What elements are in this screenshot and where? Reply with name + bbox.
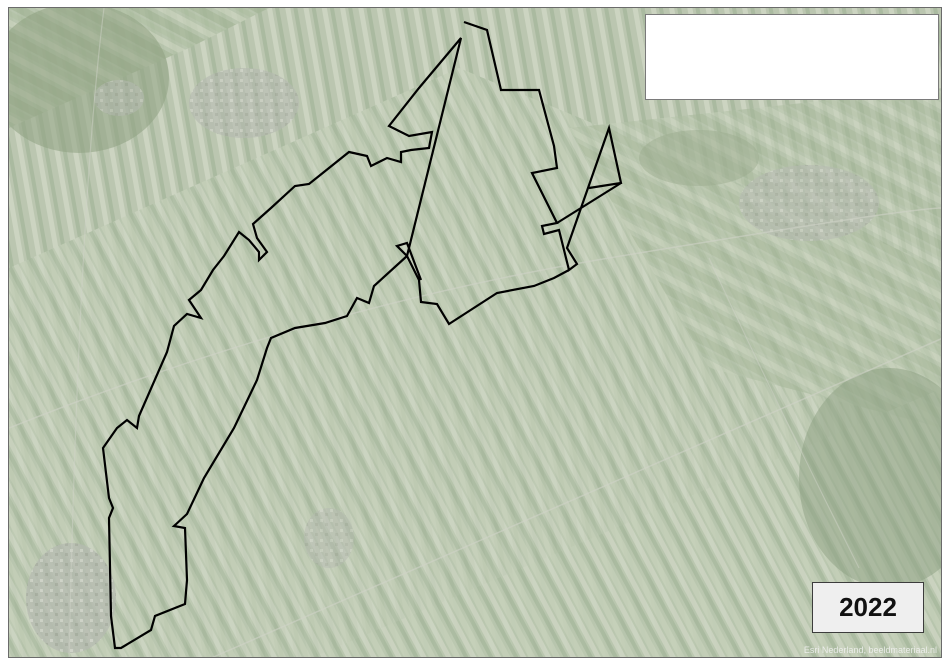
settlement-north-2 <box>94 80 144 116</box>
imagery-haze <box>9 8 941 657</box>
aerial-map[interactable] <box>9 8 942 658</box>
road-east <box>708 257 860 569</box>
settlement-center <box>304 508 354 568</box>
map-frame[interactable]: 2022 Esri Nederland, beeldmateriaal.nl <box>8 7 942 658</box>
settlement-north <box>189 68 299 138</box>
wooded-area-east <box>639 130 759 186</box>
road-diagonal-1 <box>9 207 941 429</box>
legend-box <box>645 14 939 100</box>
road-west <box>68 8 105 657</box>
year-label-box: 2022 <box>812 582 924 633</box>
year-label: 2022 <box>839 592 897 622</box>
road-diagonal-2 <box>211 338 941 657</box>
wooded-area-northwest <box>9 8 169 153</box>
wooded-area-southeast <box>799 368 941 588</box>
map-attribution: Esri Nederland, beeldmateriaal.nl <box>803 645 937 655</box>
settlement-east <box>739 165 879 241</box>
field-zone-south <box>313 388 941 657</box>
project-boundary[interactable] <box>101 20 623 650</box>
